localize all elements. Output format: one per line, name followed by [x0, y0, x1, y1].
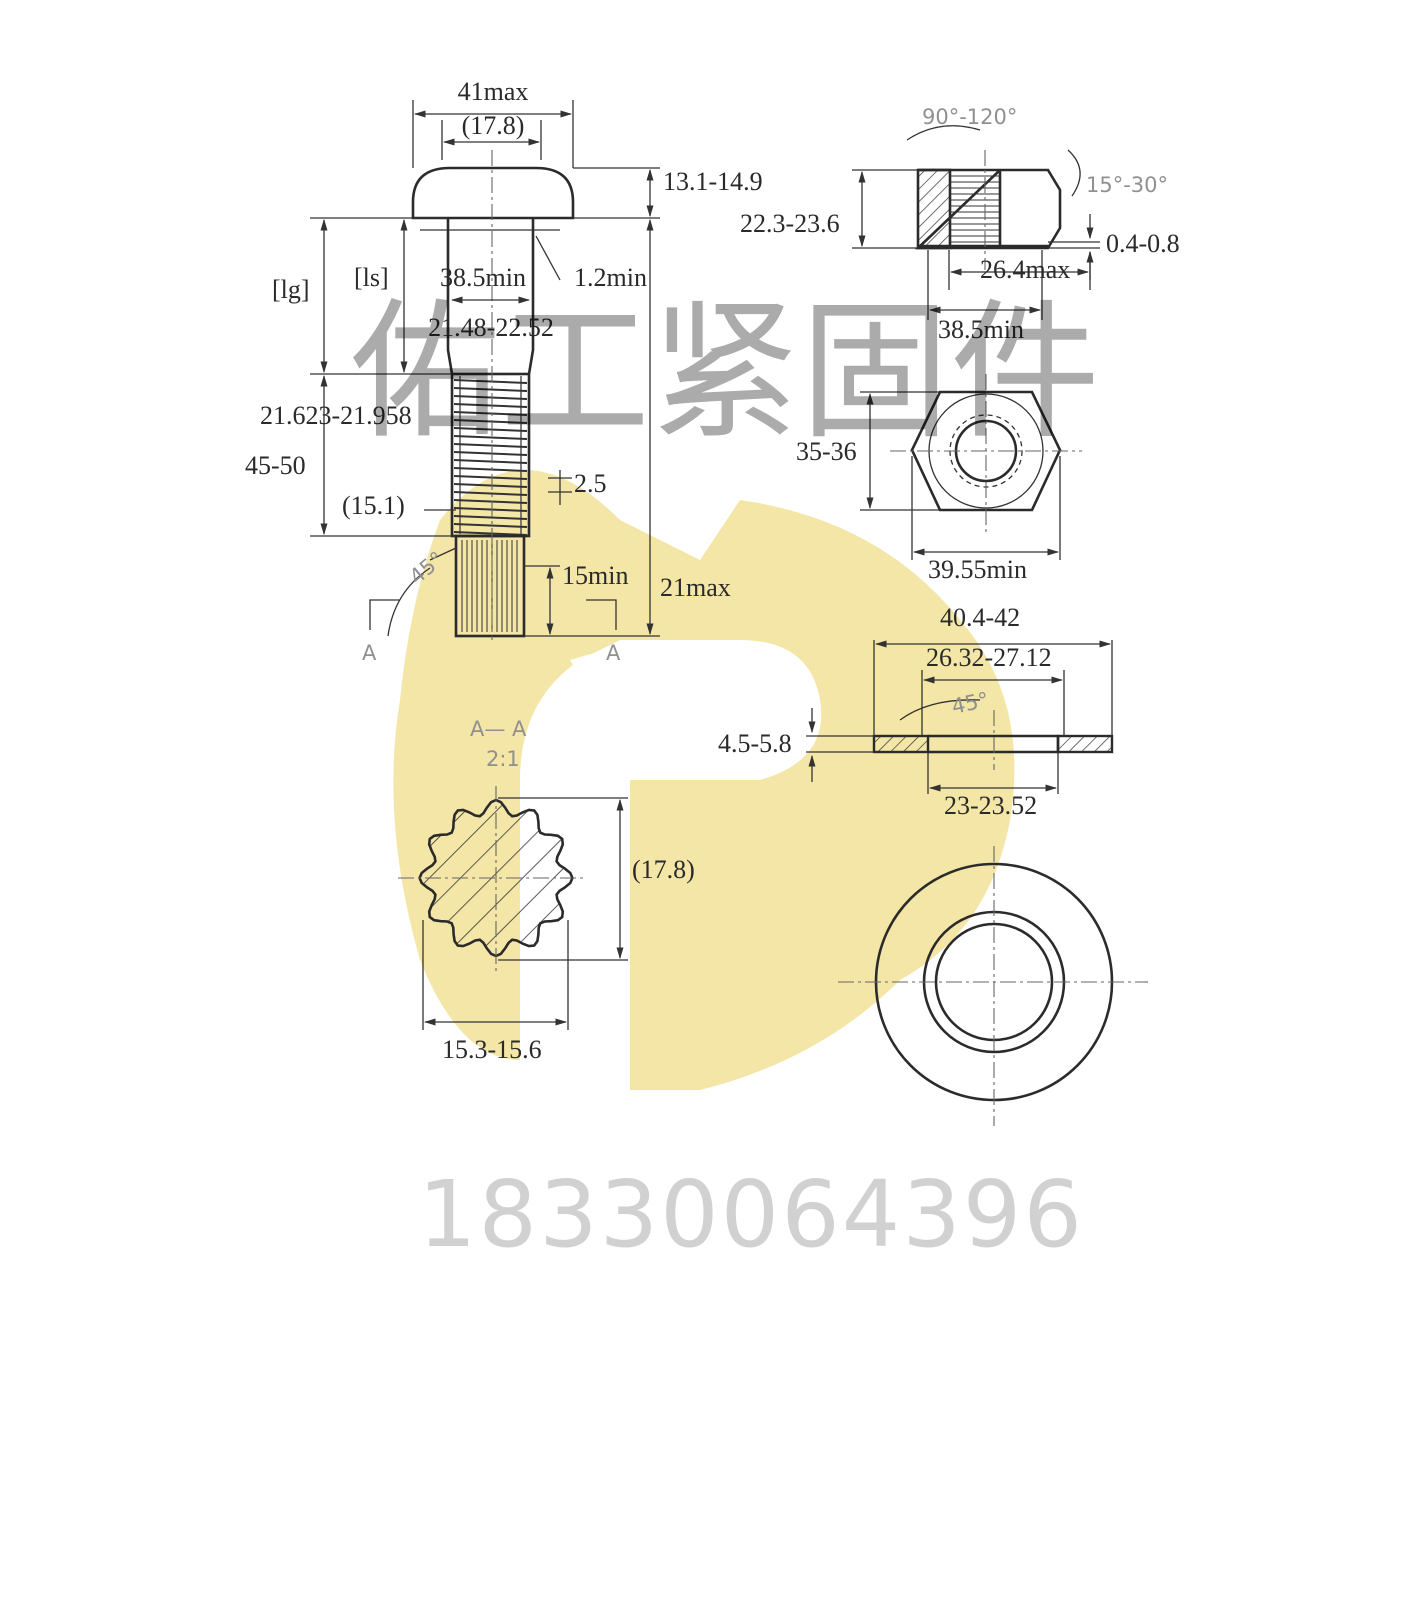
countersink-dia-label: 26.4max [980, 255, 1070, 284]
section-mark-left: A [362, 641, 377, 665]
pitch-label: 2.5 [574, 469, 607, 498]
section-height-label: (17.8) [632, 855, 695, 884]
countersink-angle-label: 90°-120° [922, 105, 1017, 129]
head-height-label: 13.1-14.9 [663, 167, 763, 196]
minor-dia-label: (15.1) [342, 491, 405, 520]
thread-dia-label: 21.623-21.958 [260, 401, 412, 430]
section-scale: 2:1 [486, 747, 520, 771]
bolt-head [411, 166, 575, 220]
section-width-label: 15.3-15.6 [442, 1035, 542, 1064]
shank-dia-label: 21.48-22.52 [428, 313, 554, 342]
section-aa: A— A 2:1 (17.8) 15.3-15.6 [398, 717, 695, 1064]
nut-chamfer-angle-label: 15°-30° [1086, 173, 1168, 197]
across-flats-label: 35-36 [796, 437, 857, 466]
watermark-phone: 18330064396 [418, 1161, 1084, 1268]
nut-hex [910, 390, 1062, 512]
washer-outer-label: 40.4-42 [940, 603, 1020, 632]
grip-length-label: [lg] [272, 275, 310, 304]
nut-drawing: 90°-120° 15°-30° 22.3-23.6 0.4-0.8 26.4m… [740, 105, 1180, 584]
watermark-company: 佑工紧固件 [350, 286, 1100, 460]
washer-drawing: 40.4-42 26.32-27.12 45° 4.5-5.8 23-23.52 [718, 603, 1148, 1126]
washer-chamfer-label: 26.32-27.12 [926, 643, 1052, 672]
across-corners-label: 39.55min [928, 555, 1027, 584]
washer-inner-label: 23-23.52 [944, 791, 1037, 820]
section-title: A— A [470, 717, 527, 741]
head-inner-label: (17.8) [462, 111, 525, 140]
bolt-spline [454, 534, 526, 638]
bolt-bearing-label: 38.5min [440, 263, 526, 292]
head-width-label: 41max [458, 77, 529, 106]
washer-thickness-label: 4.5-5.8 [718, 729, 792, 758]
bolt-shank [446, 218, 535, 375]
shank-length-label: [ls] [354, 263, 389, 292]
thread-length-label: 45-50 [245, 451, 306, 480]
nut-bearing-label: 38.5min [938, 315, 1024, 344]
washer-face-label: 0.4-0.8 [1106, 229, 1180, 258]
tail-length-label: 21max [660, 573, 731, 602]
nut-height-label: 22.3-23.6 [740, 209, 840, 238]
spline-length-label: 15min [562, 561, 628, 590]
section-mark-right: A [606, 641, 621, 665]
fillet-label: 1.2min [574, 263, 647, 292]
bolt-drawing: 41max (17.8) 13.1-14.9 [lg] [ls] 38.5min… [245, 77, 763, 665]
